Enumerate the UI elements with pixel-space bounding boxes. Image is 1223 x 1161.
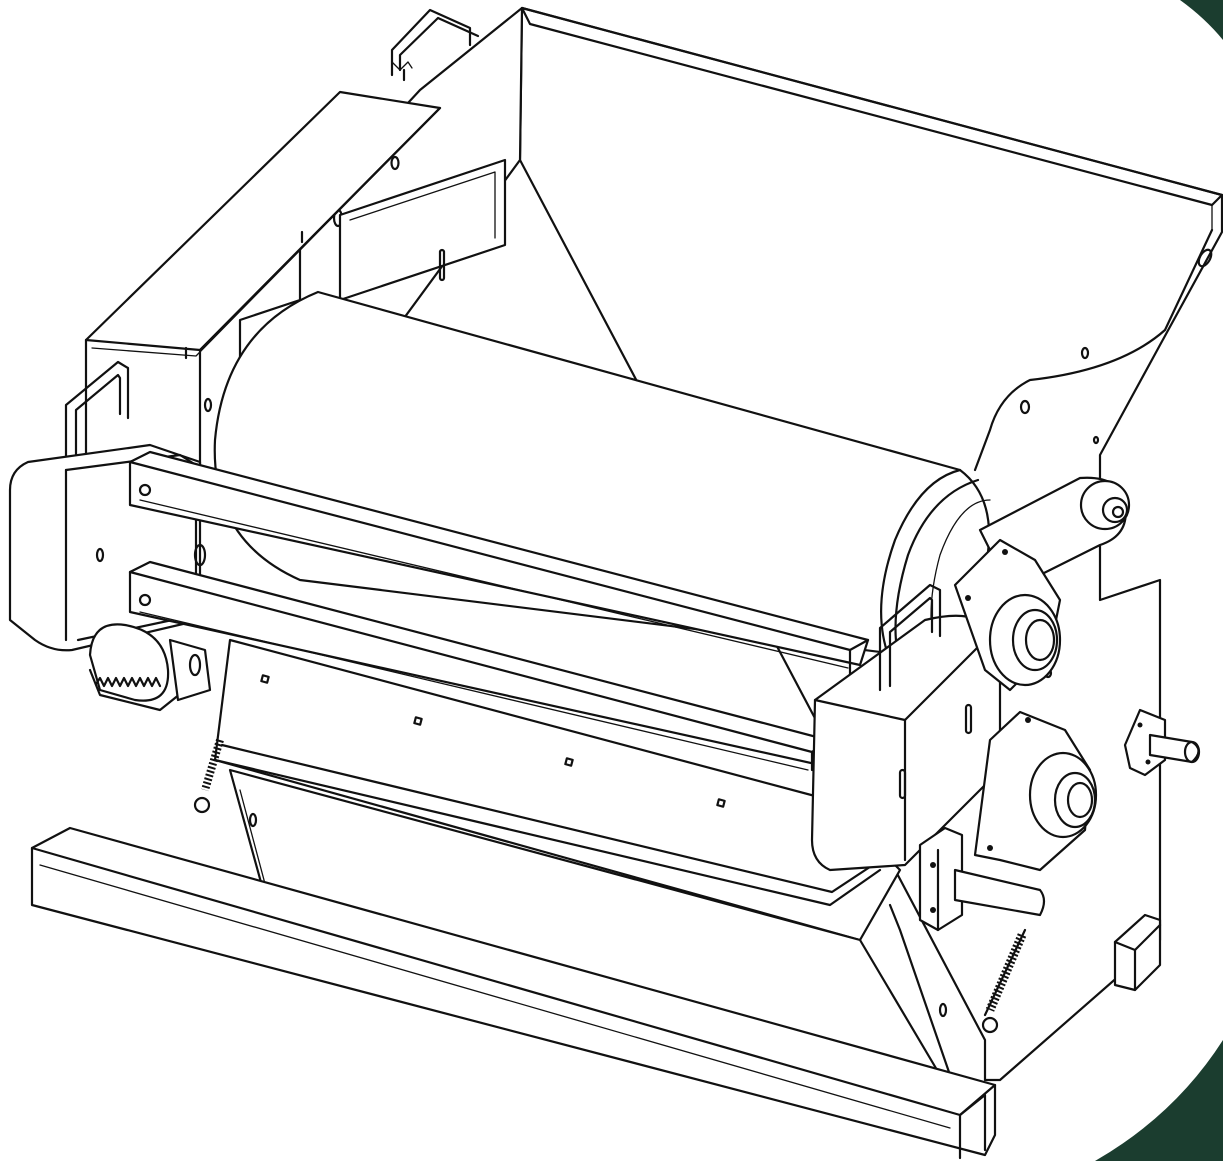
base-rail bbox=[30, 826, 1162, 1160]
corner-accent-top-right bbox=[1180, 0, 1223, 40]
tension-bracket bbox=[918, 826, 1046, 932]
cross-bar-upper bbox=[128, 450, 870, 677]
corner-accent-bottom-right bbox=[1095, 1040, 1223, 1161]
end-cap-right bbox=[810, 614, 1002, 872]
lifting-handle-top bbox=[390, 8, 480, 82]
bearing-upper bbox=[953, 538, 1062, 692]
spring-right bbox=[981, 928, 1027, 1034]
gear-assembly bbox=[88, 543, 212, 712]
spring-left bbox=[193, 738, 224, 814]
bearing-lower bbox=[973, 710, 1098, 872]
output-shaft bbox=[1123, 708, 1201, 777]
side-handle-left bbox=[64, 360, 130, 472]
side-handle-right bbox=[878, 583, 942, 692]
